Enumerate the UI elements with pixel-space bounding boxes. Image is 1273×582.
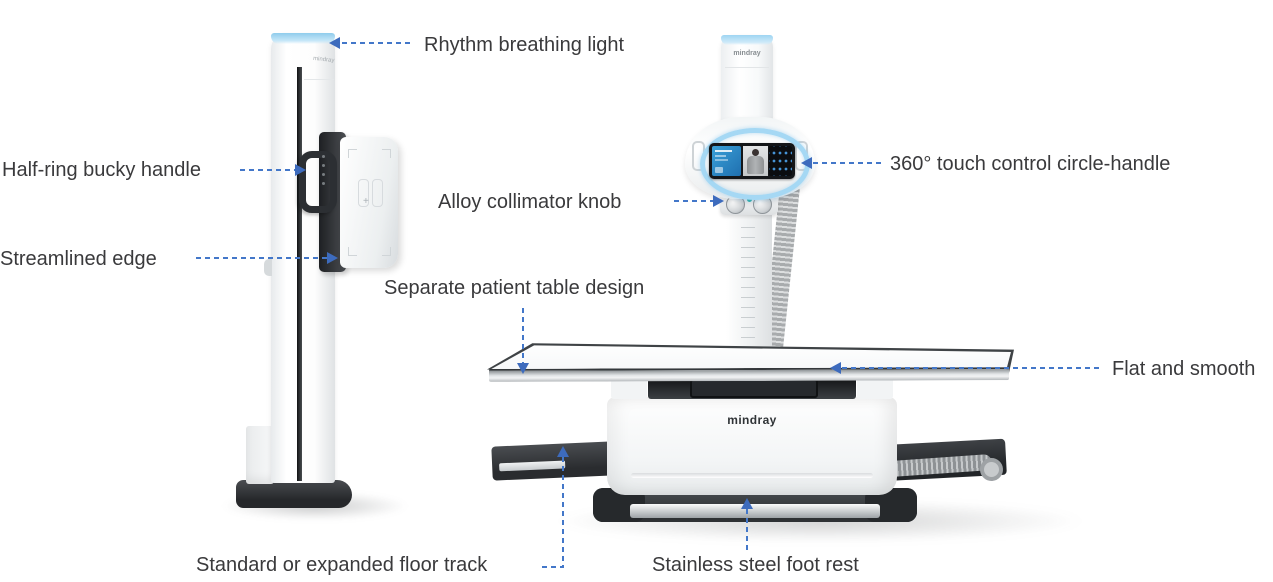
detector-corner-bracket (382, 247, 391, 256)
floor-track-groove (499, 460, 566, 472)
arrowhead-icon (327, 252, 338, 264)
flat-panel-detector: + (340, 137, 398, 268)
callout-line (842, 367, 1100, 369)
brand-logo-column: mindray (312, 55, 335, 65)
label-flat-and-smooth: Flat and smooth (1112, 358, 1256, 380)
rhythm-breathing-light-cap (271, 33, 335, 44)
tube-head-breathing-light-cap (721, 35, 773, 45)
callout-line (196, 257, 328, 259)
handle-screws (322, 155, 325, 158)
detector-center-mark: + (363, 196, 369, 207)
detector-corner-bracket (348, 149, 357, 158)
callout-line (542, 566, 564, 568)
label-alloy-collimator-knob: Alloy collimator knob (438, 191, 622, 213)
table-support-left (611, 377, 647, 399)
detector-corner-bracket (348, 247, 357, 256)
label-streamlined-edge: Streamlined edge (0, 248, 157, 270)
callout-line (674, 200, 714, 202)
screen-info-panel (712, 146, 741, 176)
detector-corner-bracket (382, 149, 391, 158)
screen-text-bar (715, 155, 726, 157)
arrowhead-icon (830, 362, 841, 374)
callout-line (342, 42, 410, 44)
label-foot-rest: Stainless steel foot rest (652, 554, 859, 576)
patient-table-front-edge (488, 367, 1010, 382)
cable-hose-end-loop (979, 457, 1004, 482)
screen-patient-image (743, 146, 768, 176)
column-crease (304, 79, 334, 80)
callout-line (746, 509, 748, 551)
brand-logo-head: mindray (733, 50, 761, 57)
patient-torso (747, 156, 764, 174)
tube-head-crease (725, 67, 769, 68)
detector-marking-pill (358, 179, 369, 207)
label-touch-control-circle-handle: 360° touch control circle-handle (890, 153, 1171, 175)
screen-text-bar (715, 150, 732, 152)
screen-text-bar (715, 159, 728, 161)
table-base-body: mindray (607, 397, 897, 495)
label-rhythm-breathing-light: Rhythm breathing light (424, 34, 625, 56)
brand-logo-base: mindray (727, 413, 777, 427)
label-half-ring-bucky-handle: Half-ring bucky handle (2, 159, 201, 181)
stainless-steel-foot-rest (630, 504, 880, 518)
stand-rear-box (246, 426, 274, 484)
tube-support-column (726, 208, 772, 360)
arrowhead-icon (517, 363, 529, 374)
patient-head (752, 149, 759, 156)
arrowhead-icon (713, 195, 724, 207)
column-guide-slot (297, 67, 302, 481)
arrowhead-icon (741, 498, 753, 509)
arrowhead-icon (295, 164, 306, 176)
label-separate-patient-table: Separate patient table design (384, 277, 645, 299)
detector-tray-handle (690, 379, 818, 398)
floor-track-left (491, 441, 615, 481)
base-crease (631, 473, 873, 478)
half-ring-bucky-handle (299, 151, 337, 213)
callout-line (240, 169, 296, 171)
xray-tube-head: mindray (721, 35, 773, 133)
detector-marking-pill (372, 179, 383, 207)
table-support-right (857, 377, 893, 399)
column-side-tab (264, 259, 272, 276)
callout-line (562, 457, 564, 567)
label-floor-track: Standard or expanded floor track (196, 554, 488, 576)
touch-screen (709, 143, 795, 179)
screen-keypad-panel (769, 146, 792, 176)
arrowhead-icon (329, 37, 340, 49)
arrowhead-icon (557, 446, 569, 457)
column-ruler-scale (741, 218, 755, 353)
screen-thumb-box (715, 167, 723, 173)
arrowhead-icon (801, 157, 812, 169)
callout-line (813, 162, 881, 164)
callout-line (522, 308, 524, 364)
stand-base-plate (236, 480, 352, 508)
